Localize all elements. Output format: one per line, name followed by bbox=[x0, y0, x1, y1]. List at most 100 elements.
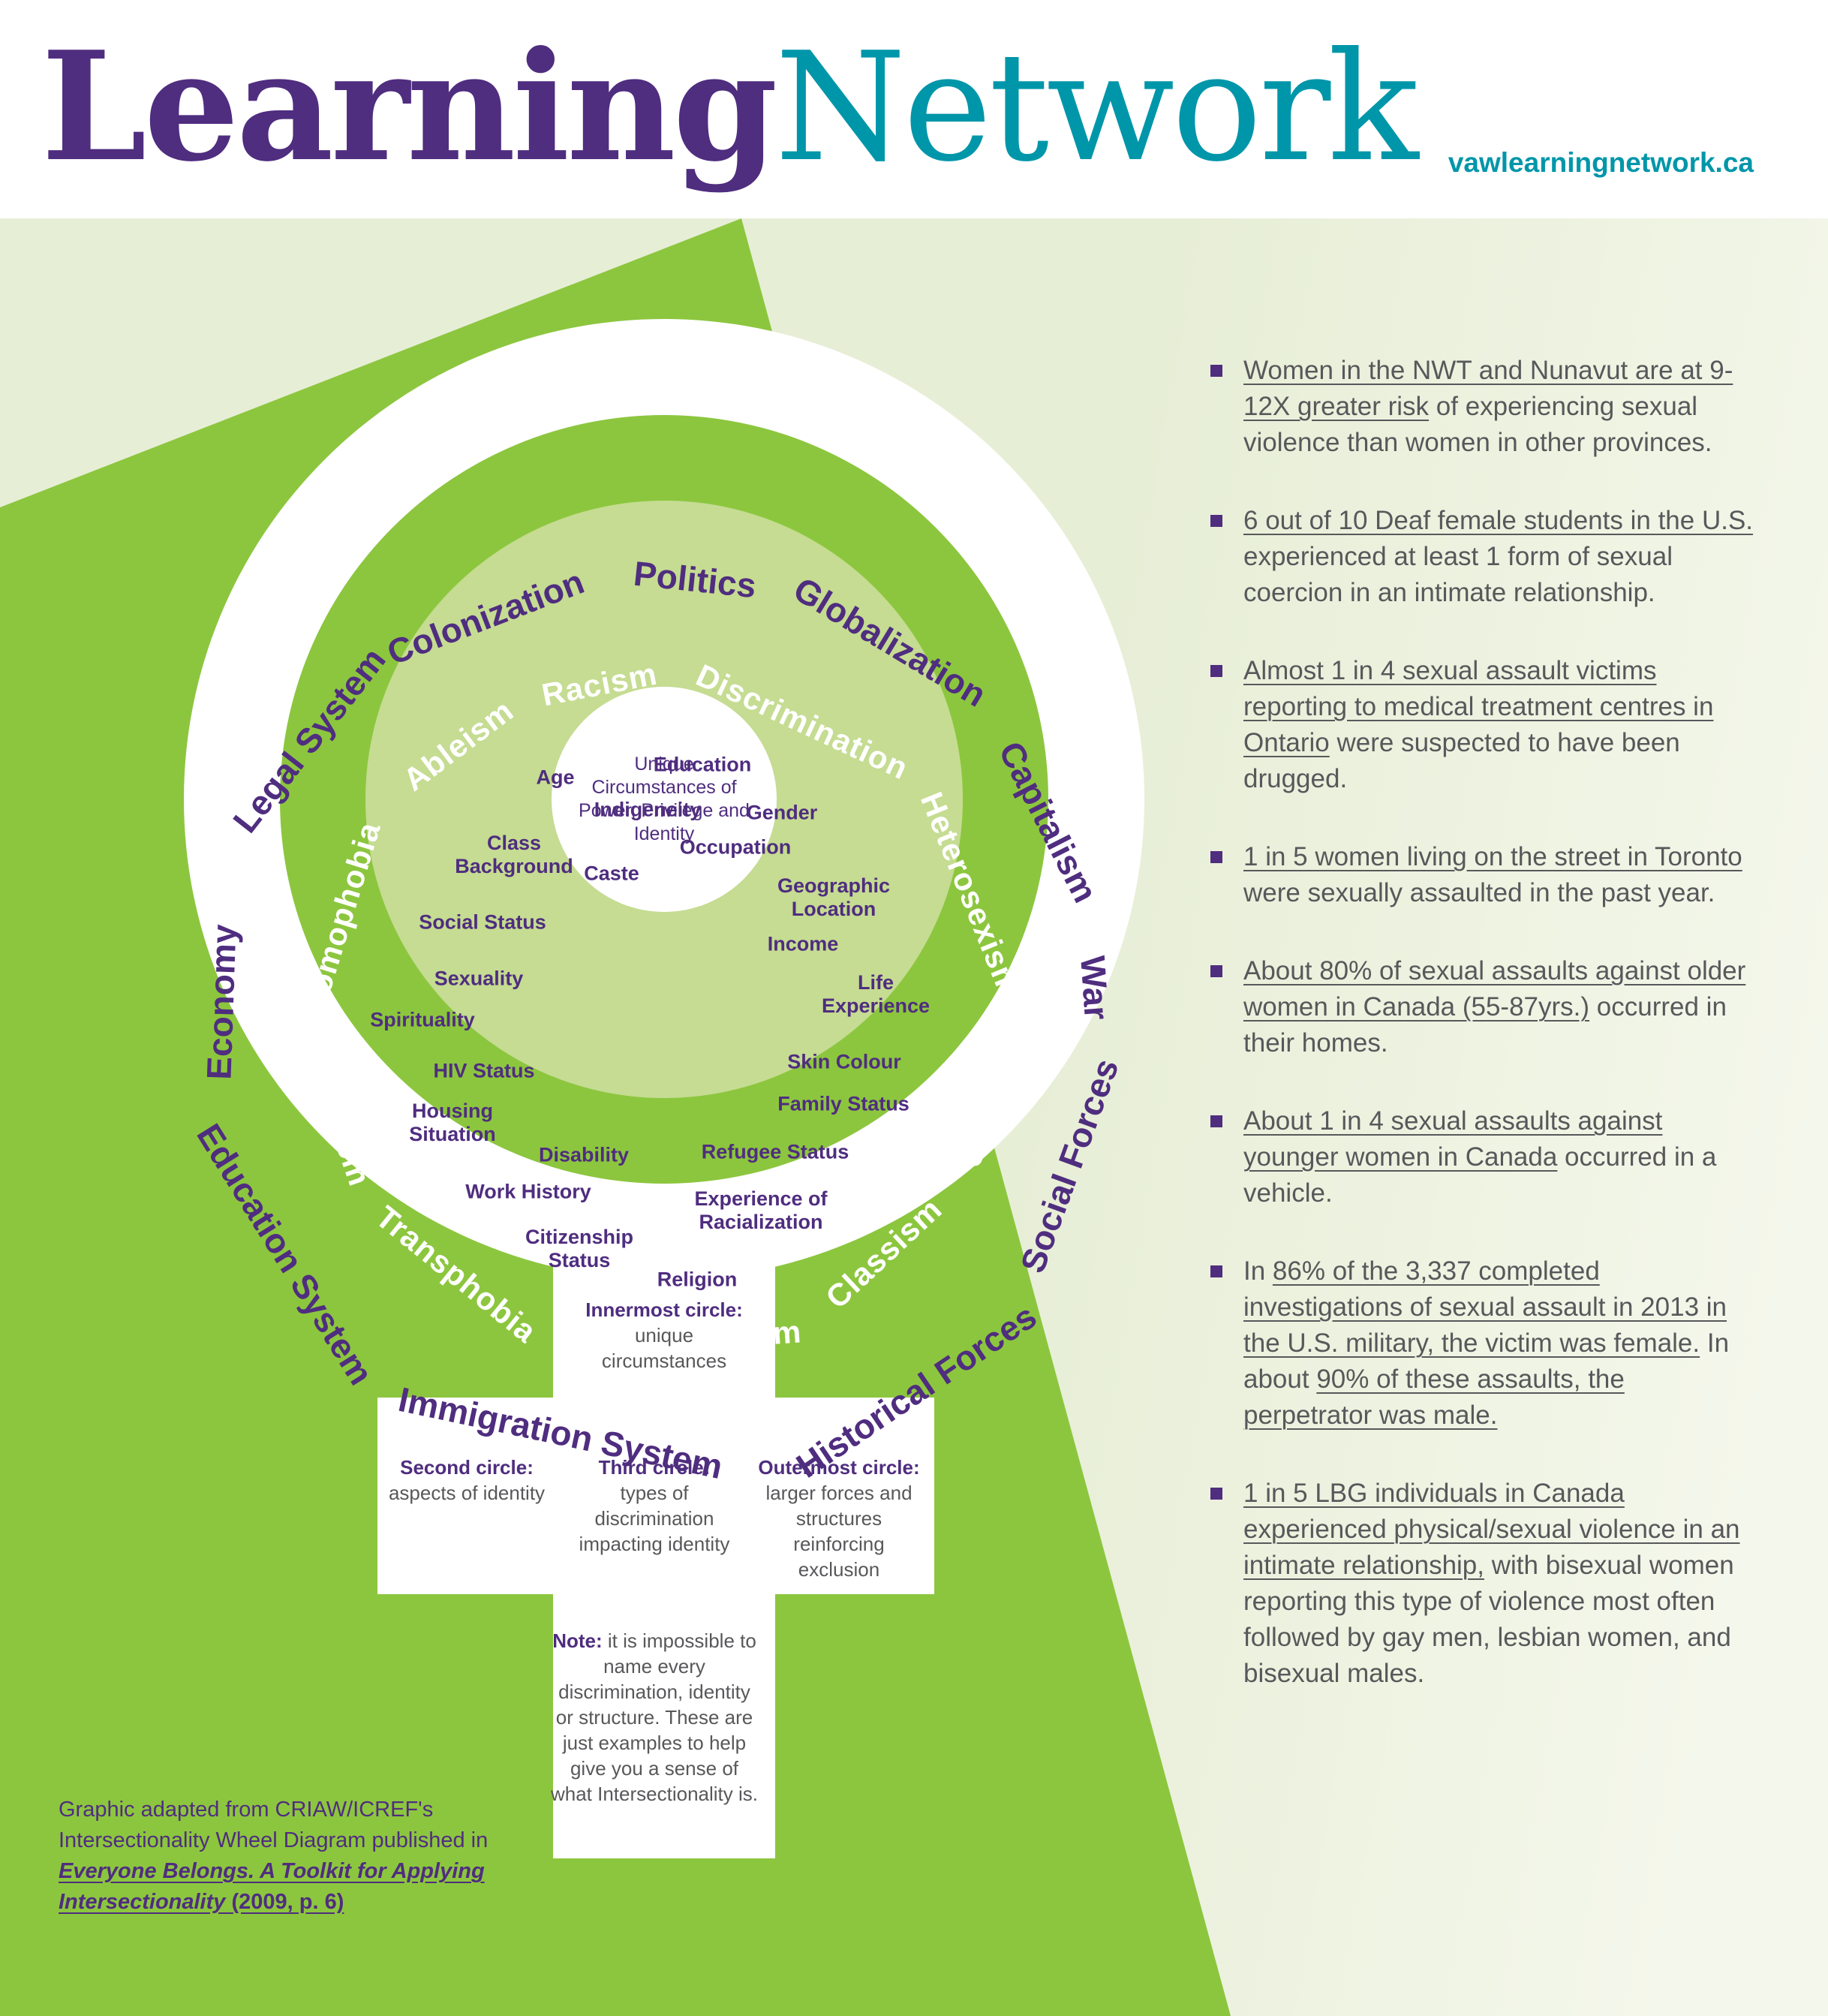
discrimination-ring-label-transphobia: Transphobia bbox=[369, 1199, 544, 1350]
bullet-marker bbox=[1210, 1115, 1222, 1127]
stat-link[interactable]: 6 out of 10 Deaf female students in the … bbox=[1243, 506, 1754, 535]
stat-text: 1 in 5 women living on the street in Tor… bbox=[1243, 839, 1754, 911]
stat-item: 1 in 5 LBG individuals in Canada experie… bbox=[1210, 1476, 1818, 1692]
identity-label-age: Age bbox=[536, 766, 575, 789]
identity-label-spirituality: Spirituality bbox=[370, 1008, 475, 1031]
wheel-note: Note: it is impossible to name every dis… bbox=[548, 1628, 761, 1807]
wheel-inner-circle: Unique Circumstances of Power, Privilege… bbox=[552, 687, 777, 912]
bullet-marker bbox=[1210, 1488, 1222, 1500]
venus-symbol-crossbar bbox=[377, 1398, 934, 1594]
main-canvas: Unique Circumstances of Power, Privilege… bbox=[0, 218, 1828, 2016]
stat-text-segment: experienced at least 1 form of sexual co… bbox=[1243, 542, 1673, 607]
bullet-marker bbox=[1210, 965, 1222, 977]
legend-third-text: types of discrimination impacting identi… bbox=[579, 1482, 730, 1555]
identity-label-class-background: Class Background bbox=[455, 832, 573, 877]
brand-learning: Learning bbox=[41, 19, 777, 195]
stat-text-segment: occurred in a vehicle. bbox=[1243, 1142, 1717, 1208]
caption-text-segment: Graphic adapted from CRIAW/ICREF's Inter… bbox=[59, 1798, 489, 1852]
identity-label-disability: Disability bbox=[538, 1143, 630, 1166]
identity-label-religion: Religion bbox=[657, 1268, 738, 1291]
identity-label-gender: Gender bbox=[746, 801, 818, 824]
stat-text: Almost 1 in 4 sexual assault victims rep… bbox=[1243, 653, 1754, 797]
outer-ring-label-economy: Economy bbox=[199, 923, 244, 1081]
stat-link[interactable]: 1 in 5 LBG individuals in Canada experie… bbox=[1243, 1479, 1740, 1580]
identity-label-work-history: Work History bbox=[465, 1180, 591, 1203]
stat-text: 1 in 5 LBG individuals in Canada experie… bbox=[1243, 1476, 1754, 1692]
discrimination-ring-label-homophobia: Homophobia bbox=[295, 817, 387, 1020]
legend-third-circle: Third circle: types of discrimination im… bbox=[578, 1455, 731, 1557]
stat-text-segment: occurred in their homes. bbox=[1243, 992, 1727, 1058]
site-url-link[interactable]: vawlearningnetwork.ca bbox=[1448, 147, 1754, 178]
outer-ring-label-politics: Politics bbox=[631, 553, 759, 606]
wheel-center-text: Unique Circumstances of Power, Privilege… bbox=[579, 754, 750, 844]
outer-ring-label-war: War bbox=[1073, 954, 1117, 1022]
brand-logo: LearningNetwork bbox=[41, 6, 1419, 209]
identity-label-occupation: Occupation bbox=[679, 835, 792, 859]
legend-outermost-circle: Outermost circle: larger forces and stru… bbox=[754, 1455, 924, 1582]
identity-label-refugee-status: Refugee Status bbox=[701, 1140, 849, 1163]
outer-ring-label-legal-system: Legal System bbox=[225, 640, 393, 840]
bullet-marker bbox=[1210, 851, 1222, 863]
note-title: Note: bbox=[552, 1629, 603, 1652]
identity-label-education: Education bbox=[653, 753, 752, 776]
stat-link[interactable]: Women in the NWT and Nunavut are at 9-12… bbox=[1243, 356, 1733, 421]
identity-label-social-status: Social Status bbox=[419, 910, 546, 934]
stat-text-segment: with bisexual women reporting this type … bbox=[1243, 1551, 1734, 1688]
legend-innermost-circle: Innermost circle: unique circumstances bbox=[584, 1297, 745, 1374]
stat-text-segment: of experiencing sexual violence than wom… bbox=[1243, 392, 1712, 457]
legend-second-text: aspects of identity bbox=[388, 1482, 546, 1504]
stat-item: About 1 in 4 sexual assaults against you… bbox=[1210, 1103, 1818, 1211]
stat-text-segment: In bbox=[1243, 1256, 1273, 1286]
stat-link[interactable]: About 80% of sexual assaults against old… bbox=[1243, 956, 1746, 1022]
stat-text: About 1 in 4 sexual assaults against you… bbox=[1243, 1103, 1754, 1211]
bullet-marker bbox=[1210, 665, 1222, 677]
stat-link[interactable]: 90% of these assaults, the perpetrator w… bbox=[1243, 1365, 1625, 1430]
legend-innermost-text: unique circumstances bbox=[601, 1324, 727, 1372]
discrimination-ring-label-racism: Racism bbox=[539, 655, 660, 713]
discrimination-ring-label-classism: Classism bbox=[819, 1190, 949, 1316]
discrimination-ring-label-sexism: Sexism bbox=[952, 1049, 1018, 1170]
stat-text: 6 out of 10 Deaf female students in the … bbox=[1243, 503, 1754, 611]
legend-innermost-title: Innermost circle: bbox=[585, 1298, 743, 1321]
legend-outermost-title: Outermost circle: bbox=[758, 1456, 920, 1479]
stat-link[interactable]: 1 in 5 women living on the street in Tor… bbox=[1243, 842, 1742, 871]
outer-ring-label-colonization: Colonization bbox=[381, 561, 590, 673]
stats-column: Women in the NWT and Nunavut are at 9-12… bbox=[1210, 353, 1818, 1734]
stat-link[interactable]: About 1 in 4 sexual assaults against you… bbox=[1243, 1106, 1663, 1172]
identity-label-housing-situation: Housing Situation bbox=[409, 1100, 496, 1145]
identity-label-experience-of-racialization: Experience of Racialization bbox=[694, 1187, 828, 1233]
bullet-marker bbox=[1210, 365, 1222, 377]
discrimination-ring-label-ableism: Ableism bbox=[396, 692, 520, 798]
stat-link[interactable]: 86% of the 3,337 completed investigation… bbox=[1243, 1256, 1727, 1358]
stat-item: About 80% of sexual assaults against old… bbox=[1210, 953, 1818, 1061]
stat-item: 1 in 5 women living on the street in Tor… bbox=[1210, 839, 1818, 911]
stat-text: About 80% of sexual assaults against old… bbox=[1243, 953, 1754, 1061]
identity-label-sexuality: Sexuality bbox=[434, 967, 524, 990]
stat-item: 6 out of 10 Deaf female students in the … bbox=[1210, 503, 1818, 611]
stat-text-segment: were suspected to have been drugged. bbox=[1243, 728, 1680, 793]
header: LearningNetwork vawlearningnetwork.ca bbox=[0, 0, 1828, 218]
identity-label-life-experience: Life Experience bbox=[821, 971, 931, 1017]
source-caption: Graphic adapted from CRIAW/ICREF's Inter… bbox=[59, 1795, 494, 1918]
stat-text-segment: In about bbox=[1243, 1328, 1730, 1394]
identity-label-indigeneity: Indigeneity bbox=[594, 798, 702, 821]
identity-label-caste: Caste bbox=[584, 862, 639, 885]
identity-label-skin-colour: Skin Colour bbox=[787, 1050, 901, 1073]
identity-label-income: Income bbox=[767, 932, 839, 955]
stat-text: In 86% of the 3,337 completed investigat… bbox=[1243, 1253, 1754, 1434]
caption-citation-link[interactable]: (2009, p. 6) bbox=[225, 1890, 344, 1914]
stat-item: In 86% of the 3,337 completed investigat… bbox=[1210, 1253, 1818, 1434]
caption-citation-link[interactable]: Everyone Belongs. A Toolkit for Applying… bbox=[59, 1859, 485, 1914]
identity-label-family-status: Family Status bbox=[777, 1092, 909, 1115]
stat-item: Women in the NWT and Nunavut are at 9-12… bbox=[1210, 353, 1818, 461]
identity-label-citizenship-status: Citizenship Status bbox=[525, 1226, 634, 1271]
outer-ring-label-capitalism: Capitalism bbox=[991, 735, 1105, 909]
stat-link[interactable]: Almost 1 in 4 sexual assault victims rep… bbox=[1243, 656, 1714, 757]
bullet-marker bbox=[1210, 515, 1222, 527]
legend-second-circle: Second circle: aspects of identity bbox=[367, 1455, 567, 1506]
identity-label-geographic-location: Geographic Location bbox=[777, 874, 891, 920]
legend-second-title: Second circle: bbox=[400, 1456, 534, 1479]
stat-item: Almost 1 in 4 sexual assault victims rep… bbox=[1210, 653, 1818, 797]
